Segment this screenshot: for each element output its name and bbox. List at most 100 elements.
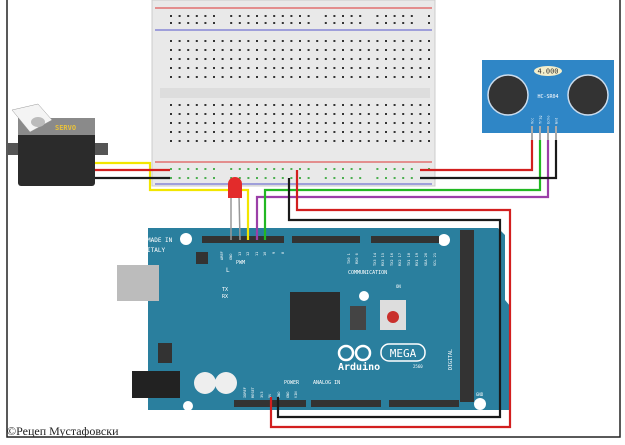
- breadboard-hole: [376, 22, 379, 24]
- breadboard-hole: [385, 40, 387, 42]
- breadboard-hole: [273, 131, 276, 133]
- echo-wire: [255, 140, 550, 240]
- breadboard-hole: [238, 122, 241, 124]
- sensor-pin: [547, 126, 549, 142]
- breadboard-hole: [376, 40, 379, 42]
- breadboard-hole: [247, 140, 250, 142]
- breadboard-hole: [187, 113, 190, 115]
- reset-button[interactable]: [387, 311, 399, 323]
- breadboard-hole: [410, 67, 413, 69]
- breadboard-hole: [402, 131, 405, 133]
- breadboard-hole: [410, 122, 413, 124]
- breadboard-hole: [410, 104, 413, 106]
- breadboard-hole: [264, 76, 267, 78]
- breadboard-hole: [187, 15, 190, 17]
- breadboard-hole: [402, 177, 405, 179]
- breadboard-hole: [333, 168, 336, 170]
- breadboard-hole: [247, 49, 250, 51]
- breadboard-hole: [359, 113, 362, 115]
- arduino-mega: AREF GND 13 12 11 10 9 8 TX0 1 RX0 0 TX3…: [117, 228, 510, 411]
- breadboard-hole: [359, 76, 362, 78]
- breadboard-hole: [307, 22, 310, 24]
- breadboard-hole: [333, 76, 336, 78]
- arduino-logo: Arduino: [338, 361, 380, 373]
- breadboard-hole: [299, 15, 301, 17]
- breadboard-hole: [247, 22, 250, 24]
- breadboard-hole: [247, 104, 250, 106]
- breadboard-hole: [402, 15, 405, 17]
- breadboard-hole: [376, 113, 379, 115]
- breadboard-hole: [221, 40, 224, 42]
- breadboard-hole: [367, 122, 370, 124]
- breadboard-hole: [170, 76, 172, 78]
- breadboard-hole: [307, 168, 310, 170]
- breadboard-hole: [428, 40, 430, 42]
- breadboard-hole: [385, 177, 387, 179]
- breadboard-hole: [428, 122, 430, 124]
- breadboard-hole: [393, 15, 396, 17]
- breadboard-hole: [428, 140, 430, 142]
- breadboard-hole: [307, 104, 310, 106]
- breadboard-hole: [350, 15, 353, 17]
- breadboard-hole: [238, 15, 241, 17]
- breadboard-hole: [230, 15, 233, 17]
- breadboard-hole: [247, 113, 250, 115]
- breadboard-hole: [290, 22, 293, 24]
- breadboard-hole: [281, 22, 284, 24]
- breadboard-hole: [238, 131, 241, 133]
- servo-label: SERVO: [55, 124, 76, 132]
- breadboard-hole: [324, 177, 327, 179]
- breadboard-hole: [350, 67, 353, 69]
- breadboard-hole: [316, 104, 319, 106]
- breadboard-hole: [316, 140, 319, 142]
- breadboard-hole: [238, 113, 241, 115]
- breadboard-hole: [170, 22, 172, 24]
- breadboard-hole: [428, 58, 430, 60]
- breadboard-hole: [342, 113, 344, 115]
- breadboard-hole: [187, 104, 190, 106]
- breadboard-hole: [195, 58, 198, 60]
- microcontroller-chip: [290, 292, 340, 340]
- breadboard-hole: [195, 40, 198, 42]
- breadboard-hole: [230, 22, 233, 24]
- breadboard-hole: [324, 140, 327, 142]
- servo-signal-wire: [95, 161, 250, 240]
- breadboard-hole: [213, 113, 215, 115]
- breadboard-hole: [290, 15, 293, 17]
- breadboard-hole: [410, 76, 413, 78]
- breadboard-hole: [230, 177, 233, 179]
- breadboard-hole: [195, 104, 198, 106]
- breadboard-hole: [342, 168, 344, 170]
- breadboard-hole: [393, 67, 396, 69]
- breadboard-hole: [247, 168, 250, 170]
- breadboard-hole: [273, 76, 276, 78]
- breadboard-hole: [402, 49, 405, 51]
- breadboard-hole: [393, 122, 396, 124]
- breadboard-hole: [307, 140, 310, 142]
- breadboard-hole: [316, 58, 319, 60]
- breadboard-hole: [410, 58, 413, 60]
- breadboard-hole: [213, 40, 215, 42]
- breadboard-hole: [393, 168, 396, 170]
- sensor-pin-label: Vcc: [531, 118, 535, 124]
- breadboard-hole: [195, 131, 198, 133]
- breadboard-hole: [247, 131, 250, 133]
- pin-label: 8: [281, 252, 285, 254]
- breadboard-hole: [410, 22, 413, 24]
- breadboard-hole: [290, 58, 293, 60]
- breadboard-hole: [299, 122, 301, 124]
- breadboard-hole: [419, 58, 422, 60]
- breadboard-hole: [281, 131, 284, 133]
- breadboard-hole: [333, 113, 336, 115]
- breadboard-hole: [393, 104, 396, 106]
- breadboard-hole: [385, 67, 387, 69]
- breadboard-hole: [264, 49, 267, 51]
- breadboard-hole: [359, 131, 362, 133]
- frame: [6, 0, 621, 438]
- breadboard-hole: [256, 49, 258, 51]
- pin-label: RX2 17: [398, 253, 402, 266]
- breadboard-hole: [402, 58, 405, 60]
- breadboard-hole: [204, 49, 207, 51]
- breadboard-hole: [333, 15, 336, 17]
